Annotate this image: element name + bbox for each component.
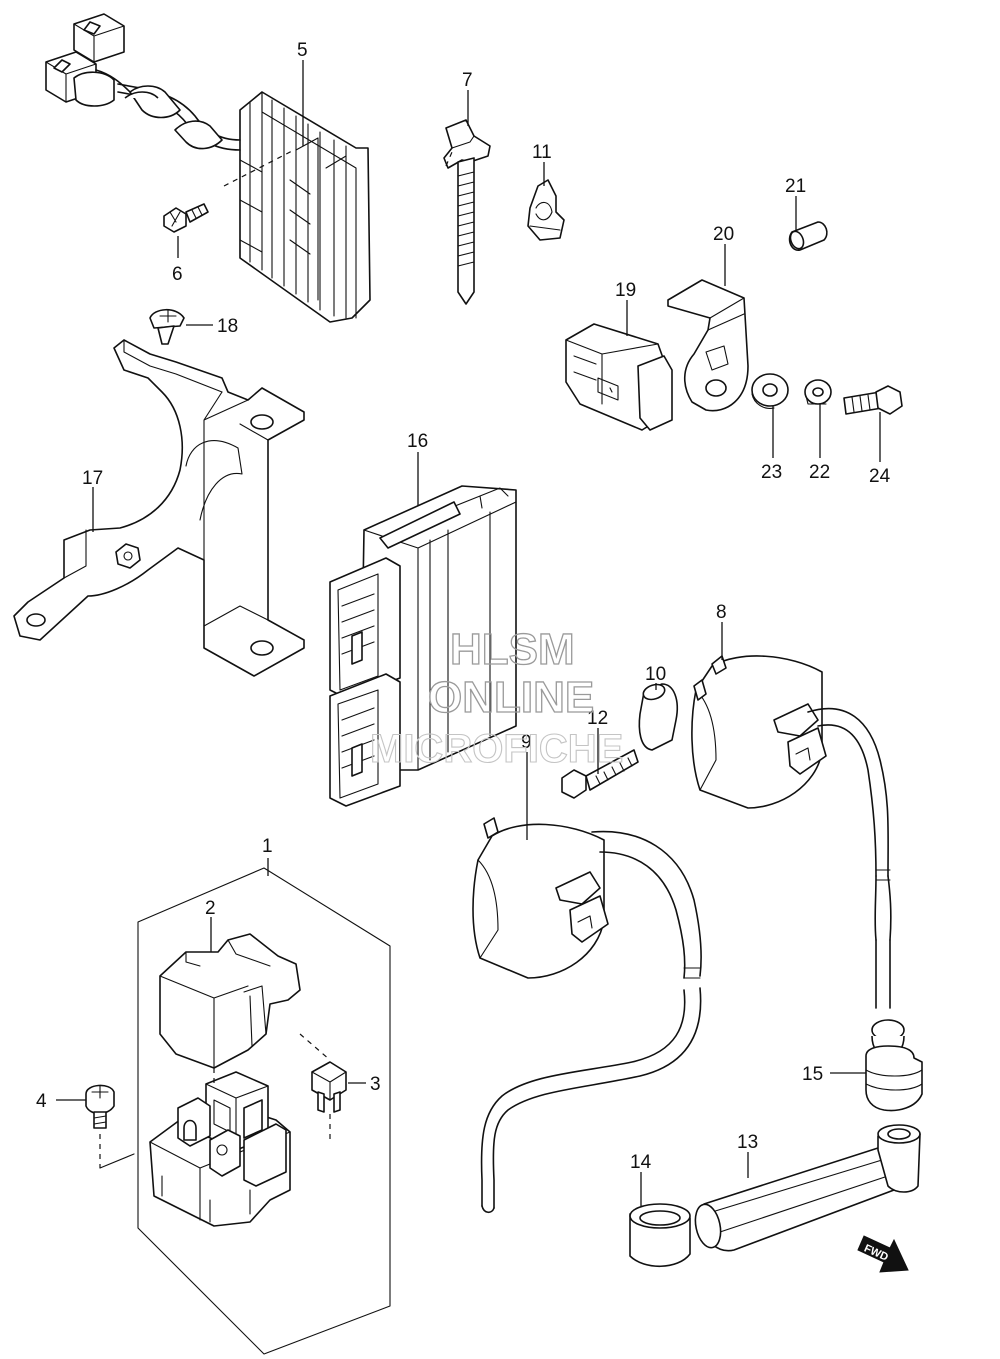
watermark-line3: MICROFICHE [370, 727, 623, 771]
watermark-line1: HLSM [450, 625, 575, 674]
collar-22[interactable] [804, 379, 832, 405]
screw-4[interactable] [85, 1084, 115, 1129]
watermark-line2: ONLINE [428, 673, 594, 722]
assembly-line-tie [445, 151, 453, 167]
mounting-bracket-17[interactable] [13, 339, 305, 677]
callout-1: 1 [262, 836, 273, 857]
callout-20: 20 [713, 224, 734, 245]
callout-21: 21 [785, 176, 806, 197]
screw-18[interactable] [149, 308, 185, 345]
callout-16: 16 [407, 431, 428, 452]
relay-cover-2[interactable] [159, 933, 301, 1069]
leader-lines [56, 60, 881, 1206]
bolt-6[interactable] [163, 203, 209, 233]
clamp-11[interactable] [527, 179, 565, 241]
grommet-23[interactable] [751, 373, 789, 409]
callout-17: 17 [82, 468, 103, 489]
ecm-unit-16[interactable] [329, 485, 517, 807]
regulator-rectifier[interactable] [45, 13, 371, 323]
bolt-12[interactable] [561, 749, 639, 799]
callout-8: 8 [716, 602, 727, 623]
starter-relay-assembly-group [137, 867, 391, 1355]
callout-11: 11 [532, 142, 552, 163]
assembly-line-screw-base [99, 1153, 135, 1169]
fuse-3[interactable] [311, 1061, 347, 1113]
callout-2: 2 [205, 898, 216, 919]
relay-base[interactable] [149, 1071, 291, 1227]
callout-12: 12 [587, 708, 608, 729]
callout-15: 15 [802, 1064, 823, 1085]
assembly-line-bolt-6 [223, 149, 295, 187]
callout-5: 5 [297, 40, 308, 61]
callout-6: 6 [172, 264, 183, 285]
forward-arrow-icon: FWD [857, 1235, 909, 1273]
sleeve-14[interactable] [629, 1203, 691, 1267]
spacer-21[interactable] [788, 221, 828, 251]
callout-4: 4 [36, 1091, 47, 1112]
assembly-line-fuse [299, 1033, 331, 1061]
callout-7: 7 [462, 70, 473, 91]
cable-tie-7[interactable] [443, 119, 491, 305]
callout-9: 9 [521, 732, 532, 753]
plug-cap-13[interactable] [692, 1124, 921, 1252]
callout-3: 3 [370, 1074, 381, 1095]
callout-24: 24 [869, 466, 891, 487]
callout-22: 22 [809, 462, 830, 483]
plug-cap-15[interactable] [865, 1019, 923, 1112]
callout-numbers: 5 6 7 11 21 20 19 18 23 22 24 16 17 8 10… [36, 40, 891, 1173]
callout-13: 13 [737, 1132, 758, 1153]
callout-10: 10 [645, 664, 666, 685]
callout-23: 23 [761, 462, 782, 483]
callout-14: 14 [630, 1152, 652, 1173]
callout-19: 19 [615, 280, 636, 301]
spacer-10[interactable] [638, 682, 678, 751]
callout-18: 18 [217, 316, 238, 337]
ignition-coil-9[interactable] [472, 817, 702, 1214]
bracket-20[interactable] [667, 279, 749, 412]
bolt-24[interactable] [843, 385, 903, 415]
ignition-coil-8[interactable] [691, 655, 892, 1009]
relay-19[interactable] [565, 323, 673, 431]
watermark: HLSM ONLINE MICROFICHE [369, 624, 623, 771]
